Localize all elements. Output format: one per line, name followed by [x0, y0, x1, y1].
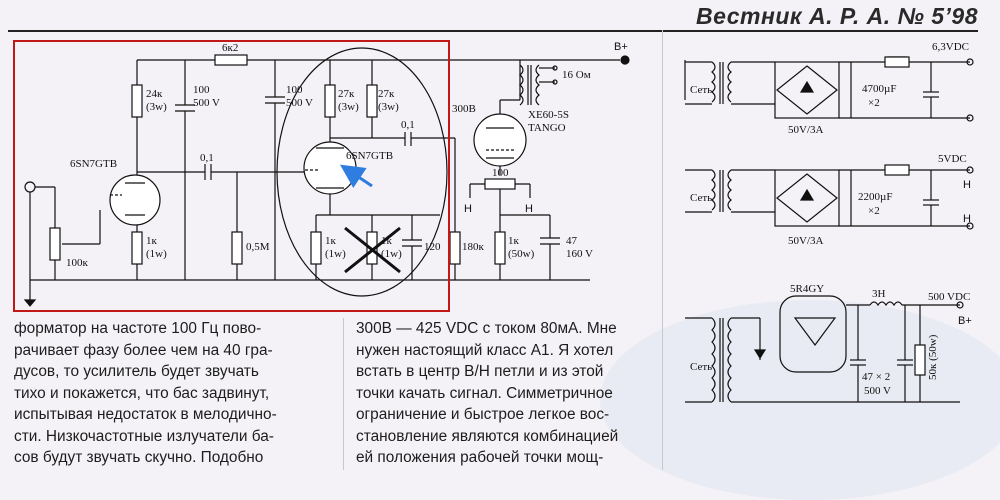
svg-text:×2: ×2: [868, 205, 880, 217]
header-rule: [8, 30, 978, 32]
text-line: встать в центр В/Н петли и из этой: [356, 363, 604, 380]
text-line: рачивает фазу более чем на 40 гра-: [14, 341, 273, 359]
journal-header: Вестник А. Р. А. № 5’98: [696, 3, 978, 29]
highlight-frame: [13, 40, 450, 312]
svg-text:(3w): (3w): [338, 101, 359, 113]
text-line: сов будут звучать скучно. Подобно: [14, 449, 264, 466]
svg-text:6,3VDC: 6,3VDC: [932, 41, 969, 53]
text-line: ей положения рабочей точки мощ-: [356, 449, 604, 466]
svg-text:5R4GY: 5R4GY: [790, 283, 824, 295]
text-line: дусов, то усилитель будет звучать: [14, 363, 259, 380]
svg-text:47 × 2: 47 × 2: [862, 371, 890, 383]
svg-text:0,1: 0,1: [401, 119, 415, 131]
svg-text:27к: 27к: [338, 88, 355, 100]
svg-text:H: H: [963, 213, 971, 225]
text-line: форматор на частоте 100 Гц пово-: [14, 320, 262, 337]
svg-text:100: 100: [286, 84, 303, 96]
svg-text:6SN7GTB: 6SN7GTB: [346, 150, 393, 162]
svg-text:0,5M: 0,5M: [246, 241, 270, 253]
svg-text:1к: 1к: [146, 235, 158, 247]
svg-text:100к: 100к: [66, 257, 89, 269]
svg-text:B+: B+: [614, 41, 628, 53]
svg-text:B+: B+: [958, 315, 972, 327]
background-watermark: [600, 300, 1000, 500]
svg-text:×2: ×2: [868, 97, 880, 109]
svg-text:5VDC: 5VDC: [938, 153, 967, 165]
svg-text:(1w): (1w): [325, 248, 346, 260]
column-divider-right: [662, 30, 663, 470]
text-line: ограничение и быстрое легкое вос-: [356, 406, 610, 423]
svg-text:H: H: [525, 203, 533, 215]
svg-text:160 V: 160 V: [566, 248, 593, 260]
svg-text:500 V: 500 V: [286, 97, 313, 109]
article-column-2: 300B — 425 VDC с током 80мА. Мне нужен н…: [356, 318, 656, 469]
svg-text:100: 100: [492, 167, 509, 179]
svg-text:100: 100: [193, 84, 210, 96]
svg-text:XE60-5S: XE60-5S: [528, 109, 569, 121]
highlight-arrow: [340, 164, 373, 188]
svg-text:Сеть: Сеть: [690, 192, 712, 204]
svg-text:50к (50w): 50к (50w): [927, 334, 939, 380]
svg-text:(3w): (3w): [146, 101, 167, 113]
text-line: тихо и покажется, что бас задвинут,: [14, 384, 270, 402]
svg-text:16 Ом: 16 Ом: [562, 69, 591, 81]
text-line: точки качать сигнал. Симметричное: [356, 384, 613, 402]
schematic-diagrams: 6к2 B+ 24к (3w) 100 500 V 100 500 V 27к …: [23, 41, 974, 403]
svg-text:300B: 300B: [452, 103, 476, 115]
text-line: нужен настоящий класс А1. Я хотел: [356, 341, 614, 359]
svg-text:TANGO: TANGO: [528, 122, 566, 134]
svg-text:24к: 24к: [146, 88, 163, 100]
svg-text:(1w): (1w): [146, 248, 167, 260]
svg-text:2200µF: 2200µF: [858, 191, 892, 203]
svg-text:(50w): (50w): [508, 248, 535, 260]
svg-text:120: 120: [424, 241, 441, 253]
text-line: сти. Низкочастотные излучатели ба-: [14, 427, 274, 445]
svg-text:(1w): (1w): [381, 248, 402, 260]
column-divider: [343, 318, 344, 470]
svg-text:H: H: [963, 179, 971, 191]
text-line: испытывая недостаток в мелодично-: [14, 406, 277, 423]
psu-6v3: [684, 56, 974, 122]
svg-text:1к: 1к: [325, 235, 337, 247]
svg-text:H: H: [464, 203, 472, 215]
text-line: 300B — 425 VDC с током 80мА. Мне: [356, 320, 617, 337]
svg-text:500 V: 500 V: [864, 385, 891, 397]
psu-5v: [685, 164, 974, 230]
text-line: становление являются комбинацией: [356, 427, 619, 445]
svg-text:6SN7GTB: 6SN7GTB: [70, 158, 117, 170]
svg-text:180к: 180к: [462, 241, 485, 253]
amp-labels: 6к2 B+ 24к (3w) 100 500 V 100 500 V 27к …: [66, 41, 628, 269]
svg-text:1к: 1к: [381, 235, 393, 247]
svg-text:Сеть: Сеть: [690, 84, 712, 96]
svg-text:50V/3A: 50V/3A: [788, 235, 824, 247]
svg-text:(3w): (3w): [378, 101, 399, 113]
svg-text:1к: 1к: [508, 235, 520, 247]
svg-text:6к2: 6к2: [222, 42, 238, 54]
svg-text:500 VDC: 500 VDC: [928, 291, 970, 303]
article-column-1: форматор на частоте 100 Гц пово- рачивае…: [14, 318, 339, 469]
svg-text:Сеть: Сеть: [690, 361, 712, 373]
svg-text:0,1: 0,1: [200, 152, 214, 164]
psu-500v: [685, 295, 964, 403]
svg-text:3H: 3H: [872, 288, 886, 300]
svg-text:47: 47: [566, 235, 578, 247]
svg-text:50V/3A: 50V/3A: [788, 124, 824, 136]
svg-text:4700µF: 4700µF: [862, 83, 896, 95]
svg-text:27к: 27к: [378, 88, 395, 100]
svg-text:500 V: 500 V: [193, 97, 220, 109]
